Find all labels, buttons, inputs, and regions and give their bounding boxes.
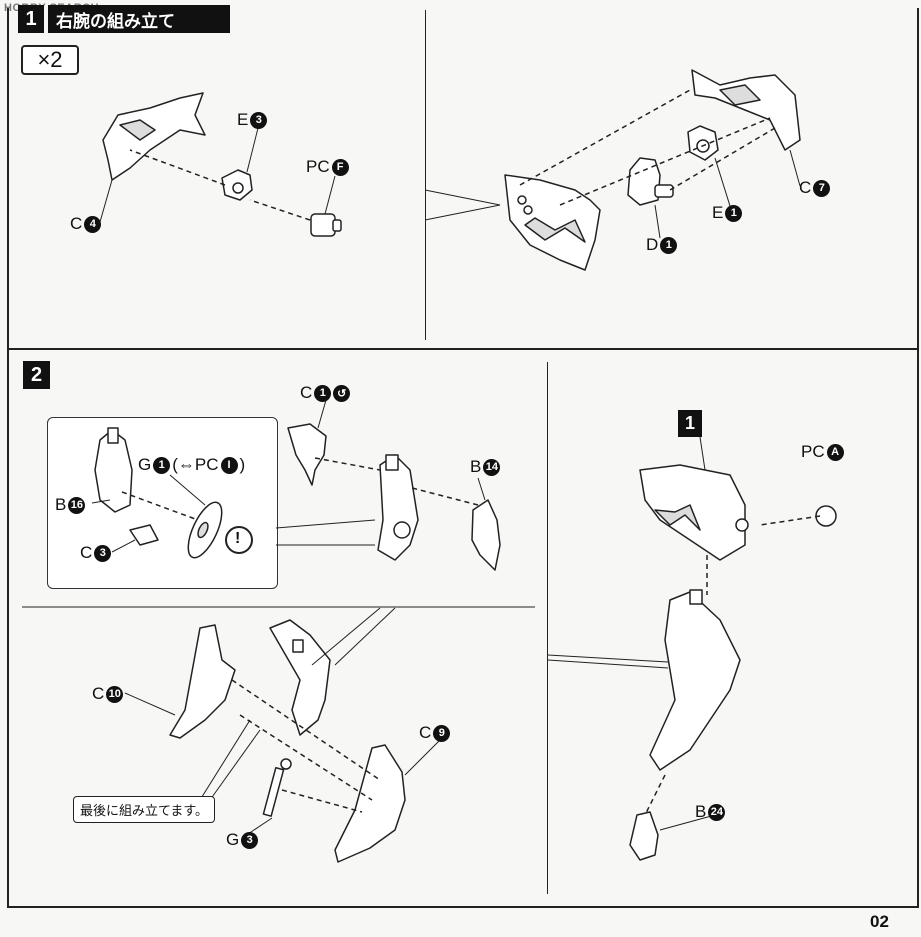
label-g1-letter: G [138, 455, 152, 474]
assembly-note: 最後に組み立てます。 [73, 796, 216, 823]
label-c4-letter: C [70, 214, 83, 233]
label-g1: G 1 (⇔PC I ) [138, 455, 245, 475]
quantity-multiplier: ×2 [21, 45, 79, 75]
label-e1: E 1 [712, 203, 743, 223]
label-g1-suffix: (⇔PC [172, 455, 219, 474]
label-e1-letter: E [712, 203, 724, 222]
label-e3: E 3 [237, 110, 268, 130]
label-pc-f-letter: PC [306, 157, 330, 176]
label-d1-letter: D [646, 235, 659, 254]
label-pc-f: PC F [306, 157, 349, 177]
label-b24-letter: B [695, 802, 707, 821]
step1-title: 右腕の組み立て [48, 5, 230, 33]
label-g1-suffix-end: ) [239, 455, 246, 474]
label-c10-letter: C [92, 684, 105, 703]
label-c9-num: 9 [433, 724, 451, 742]
page-number: 02 [870, 912, 889, 931]
label-c1: C 1 ↺ [300, 383, 351, 403]
label-g1-suffix-num: I [220, 456, 238, 474]
label-e1-num: 1 [725, 204, 743, 222]
label-c9-letter: C [419, 723, 432, 742]
label-d1: D 1 [646, 235, 678, 255]
label-b16-num: 16 [68, 496, 86, 514]
label-g3-num: 3 [241, 831, 259, 849]
label-c7-num: 7 [813, 179, 831, 197]
label-pc-a-letter: PC [801, 442, 825, 461]
label-g3-letter: G [226, 830, 240, 849]
label-g3: G 3 [226, 830, 259, 850]
label-c9: C 9 [419, 723, 451, 743]
label-c3-num: 3 [94, 544, 112, 562]
label-pc-a-num: A [826, 443, 844, 461]
step1-reference-badge: 1 [678, 410, 702, 437]
label-pc-f-num: F [331, 158, 349, 176]
step2-number: 2 [23, 361, 50, 389]
label-g1-num: 1 [153, 456, 171, 474]
label-e3-letter: E [237, 110, 249, 129]
step1-number: 1 [18, 5, 44, 33]
label-c10-num: 10 [106, 685, 124, 703]
label-c3-letter: C [80, 543, 93, 562]
step2-panel [7, 348, 919, 908]
label-c10: C 10 [92, 684, 124, 704]
label-c1-num: 1 [314, 384, 332, 402]
label-c1-letter: C [300, 383, 313, 402]
bend-icon: ↺ [333, 384, 351, 402]
label-b14-letter: B [470, 457, 482, 476]
caution-mark: ! [235, 530, 241, 547]
detail-inset [47, 417, 278, 589]
label-c3: C 3 [80, 543, 112, 563]
step2-divider [547, 362, 548, 894]
label-c4-num: 4 [84, 215, 102, 233]
label-e3-num: 3 [250, 111, 268, 129]
label-c7-letter: C [799, 178, 812, 197]
step1-divider [425, 10, 426, 340]
label-c4: C 4 [70, 214, 102, 234]
label-b16-letter: B [55, 495, 67, 514]
label-c7: C 7 [799, 178, 831, 198]
label-b14-num: 14 [483, 458, 501, 476]
label-b16: B 16 [55, 495, 86, 515]
label-d1-num: 1 [660, 236, 678, 254]
label-pc-a: PC A [801, 442, 844, 462]
label-b14: B 14 [470, 457, 501, 477]
label-b24: B 24 [695, 802, 726, 822]
label-b24-num: 24 [708, 803, 726, 821]
